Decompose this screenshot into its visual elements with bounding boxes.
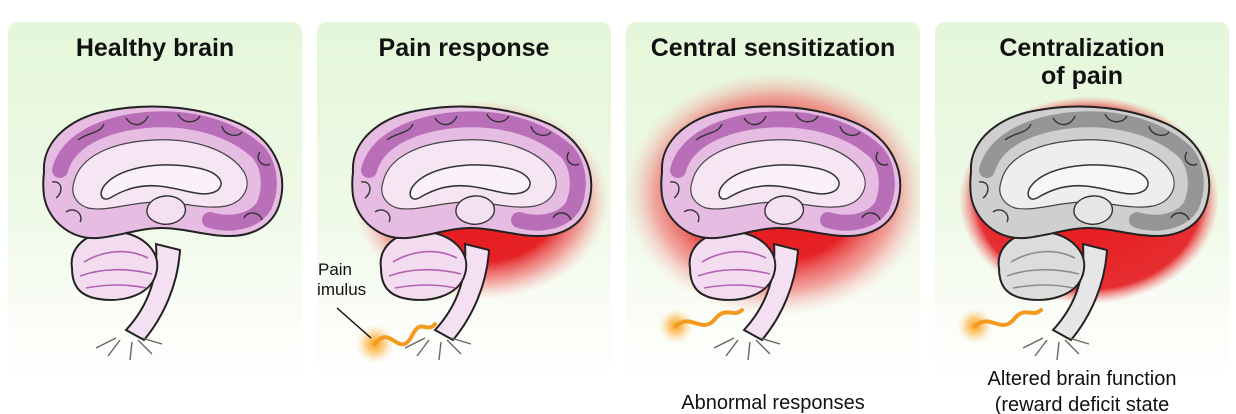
panel-title: Centralization of pain [999, 34, 1165, 90]
pain-nerve-fiber [373, 322, 437, 347]
centralization-illustration [957, 96, 1219, 414]
central-sensitization-illustration [626, 72, 920, 414]
panel-title: Central sensitization [650, 34, 896, 62]
panel-title: Pain response [378, 34, 550, 62]
panel-caption: Abnormal responses [681, 392, 865, 414]
panel-title: Healthy brain [75, 34, 235, 62]
pain-nerve-fiber [973, 308, 1043, 328]
panel-central-sensitization: Central sensitization Abnormal responses [626, 22, 920, 414]
label-pointer-line [336, 307, 372, 339]
panel-healthy-brain: Healthy brain [8, 22, 302, 414]
healthy-brain-illustration [8, 22, 302, 414]
panel-pain-response: Pain response Pain stimulus [317, 22, 611, 414]
panel-caption: Altered brain function (reward deficit s… [987, 368, 1177, 414]
pain-response-illustration [336, 22, 609, 414]
panel-centralization-of-pain: Centralization of pain Altered brain fun… [935, 22, 1229, 414]
pain-nerve-fiber [674, 308, 744, 328]
pain-stimulus-label: Pain stimulus [317, 260, 367, 299]
